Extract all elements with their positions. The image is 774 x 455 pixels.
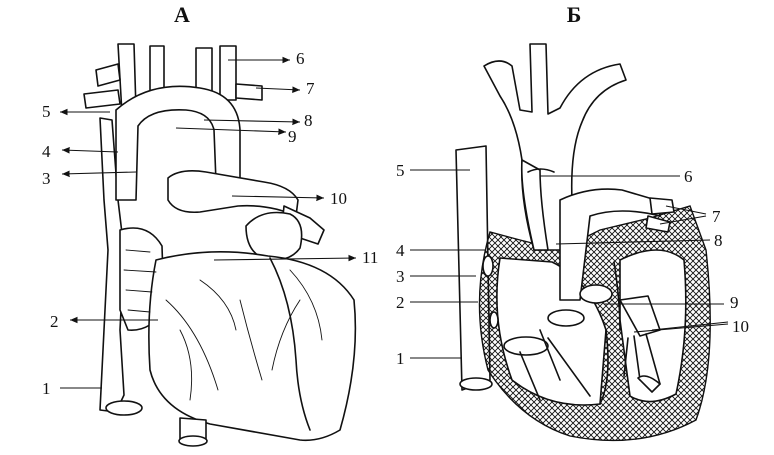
label-b-5: 5 xyxy=(396,161,405,180)
pulmonary-valve-b xyxy=(579,284,613,304)
coronary-sinus-opening-b xyxy=(489,311,499,329)
right-subclavian-stub-a xyxy=(95,63,121,87)
leader-a-3 xyxy=(61,170,137,178)
panel-a-title: А xyxy=(174,2,190,27)
surface-vessels-a xyxy=(165,279,237,401)
aortic-valve-b xyxy=(547,309,585,327)
leader-a-4 xyxy=(61,146,119,154)
label-b-1: 1 xyxy=(396,349,405,368)
aortic-wall-b xyxy=(520,159,549,251)
leader-b-7b xyxy=(659,215,707,225)
label-a-7: 7 xyxy=(306,79,315,98)
panel-a-heart-exterior: А 1 2 3 4 5 6 7 8 9 10 11 xyxy=(42,2,378,447)
pulmonary-trunk-a xyxy=(167,170,299,217)
vena-cava-opening-b xyxy=(459,377,493,391)
label-b-6: 6 xyxy=(684,167,693,186)
label-b-2: 2 xyxy=(396,293,405,312)
leader-a-7 xyxy=(255,86,301,93)
leader-b-10b xyxy=(633,323,729,333)
aorta-b xyxy=(483,43,627,251)
right-atrial-opening-b xyxy=(482,255,494,277)
anterior-interventricular-artery-a xyxy=(269,257,311,431)
label-a-11: 11 xyxy=(362,248,378,267)
leader-a-8 xyxy=(203,118,301,126)
papillary-muscle-b xyxy=(637,375,661,393)
right-brachio-vein-a xyxy=(83,89,121,109)
label-a-9: 9 xyxy=(288,127,297,146)
chordae-tendineae-right-b xyxy=(519,329,591,401)
pulmonary-trunk-b xyxy=(559,188,661,301)
leader-a-11 xyxy=(213,254,357,262)
label-a-10: 10 xyxy=(330,189,347,208)
chordae-tendineae-left-b xyxy=(623,333,661,385)
inferior-vessel-opening-a xyxy=(178,435,208,447)
label-b-10: 10 xyxy=(732,317,749,336)
left-subclavian-a xyxy=(219,45,237,101)
leader-a-10 xyxy=(231,194,325,202)
label-b-9: 9 xyxy=(730,293,739,312)
label-a-5: 5 xyxy=(42,102,51,121)
label-b-8: 8 xyxy=(714,231,723,250)
label-b-7: 7 xyxy=(712,207,721,226)
label-a-4: 4 xyxy=(42,142,51,161)
leader-a-9 xyxy=(175,127,287,136)
atrium-shading-a xyxy=(123,249,157,313)
panel-b-heart-section: Б 1 2 3 4 5 6 7 8 9 10 xyxy=(396,2,749,442)
leader-b-8 xyxy=(555,239,711,245)
panel-b-title: Б xyxy=(567,2,582,27)
leader-b-10a xyxy=(651,321,729,331)
aortic-valve-top-b xyxy=(527,168,555,173)
coronary-branches-a xyxy=(239,269,323,381)
label-b-3: 3 xyxy=(396,267,405,286)
tricuspid-valve-b xyxy=(503,336,549,356)
left-auricle-a xyxy=(245,211,303,262)
inferior-vena-cava-opening-a xyxy=(105,400,143,416)
label-b-4: 4 xyxy=(396,241,405,260)
label-a-3: 3 xyxy=(42,169,51,188)
septum-b xyxy=(599,261,621,405)
leader-b-7a xyxy=(665,205,707,215)
label-a-1: 1 xyxy=(42,379,51,398)
label-a-8: 8 xyxy=(304,111,313,130)
label-a-2: 2 xyxy=(50,312,59,331)
left-brachio-vein-a xyxy=(235,83,263,101)
label-a-6: 6 xyxy=(296,49,305,68)
